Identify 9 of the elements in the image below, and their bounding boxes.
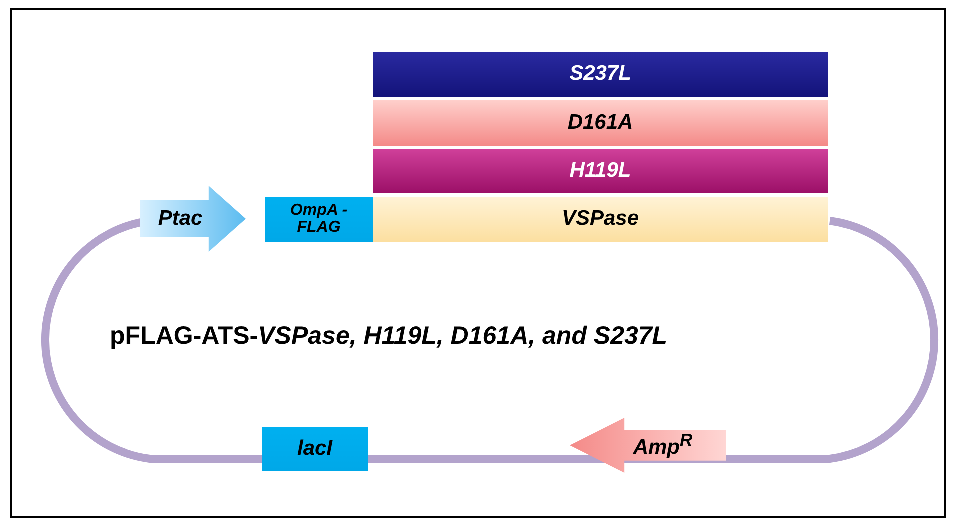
gene-bar: H119L <box>373 149 828 193</box>
plasmid-name: pFLAG-ATS-VSPase, H119L, D161A, and S237L <box>110 322 668 351</box>
tag-box: OmpA -FLAG <box>265 197 373 242</box>
gene-bar: S237L <box>373 52 828 97</box>
gene-bar: VSPase <box>373 197 828 242</box>
gene-box: lacI <box>262 427 368 471</box>
resistance-arrow: Amp$^{R}$ <box>570 418 726 473</box>
promoter-arrow: Ptac <box>140 186 246 252</box>
gene-bar: D161A <box>373 100 828 146</box>
